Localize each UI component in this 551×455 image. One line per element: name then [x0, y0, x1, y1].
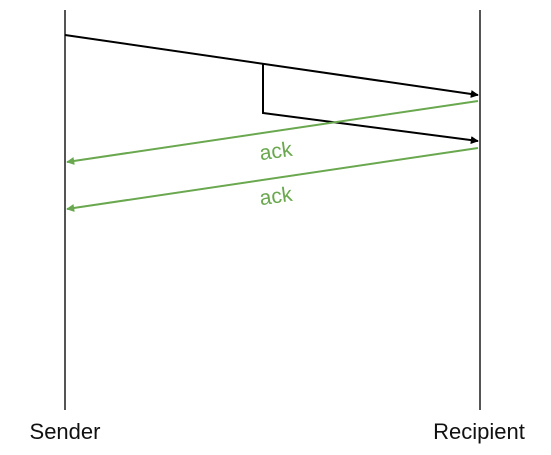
message-arrow-1: [64, 34, 479, 98]
ack-arrow-1: [66, 100, 479, 165]
ack-label-1: ack: [258, 138, 294, 165]
sender-label: Sender: [30, 419, 101, 444]
ack-arrow-2: [66, 147, 479, 212]
message-arrow-2: [262, 63, 479, 145]
recipient-label: Recipient: [433, 419, 525, 444]
ack-label-2: ack: [258, 183, 294, 210]
